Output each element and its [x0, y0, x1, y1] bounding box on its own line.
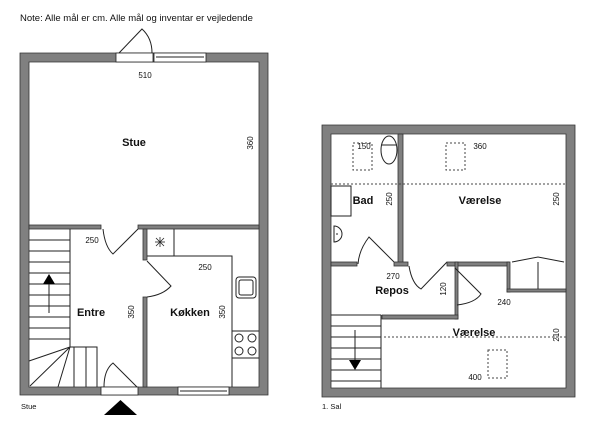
- dim-kokken-width: 250: [198, 263, 212, 272]
- staircase-down: [331, 314, 382, 388]
- door-swing-icon: [454, 267, 482, 306]
- inner-wall: [142, 228, 148, 261]
- room-label-repos: Repos: [375, 285, 409, 297]
- dim-vaerelse1-width: 360: [473, 142, 487, 151]
- washbasin-icon: [333, 225, 343, 243]
- inner-wall: [393, 261, 409, 267]
- bathtub-shower: [330, 185, 352, 217]
- dim-stue-width: 510: [138, 71, 152, 80]
- door-swing-icon: [103, 362, 138, 388]
- sink-icon: [235, 276, 257, 299]
- room-label-vaerelse-2: Værelse: [453, 327, 496, 339]
- first-outer-walls: [321, 124, 576, 398]
- kitchen-counter: [147, 229, 259, 387]
- exhaust-fan-icon: [155, 237, 165, 247]
- room-label-bad: Bad: [353, 195, 374, 207]
- floor-label-1-sal: 1. Sal: [322, 402, 342, 411]
- front-top-door[interactable]: [115, 52, 154, 63]
- middle-wall-right: [137, 224, 260, 230]
- note-text: Note: Alle mål er cm. Alle mål og invent…: [20, 13, 253, 24]
- dim-vaerelse2-height: 210: [552, 328, 561, 342]
- dim-vaerelse2-length: 400: [468, 373, 482, 382]
- inner-wall: [381, 314, 459, 320]
- floor-label-stue: Stue: [21, 402, 36, 411]
- inner-wall: [142, 296, 148, 388]
- stove-icon: [234, 333, 257, 356]
- door-swing-icon: [102, 228, 139, 255]
- dim-vaerelse1-height: 250: [552, 192, 561, 206]
- skylight: [487, 349, 508, 379]
- room-label-stue: Stue: [122, 137, 146, 149]
- dim-vaerelse2-width: 240: [497, 298, 511, 307]
- inner-wall: [506, 261, 511, 293]
- door-swing-icon: [357, 236, 395, 265]
- skylight: [445, 142, 466, 171]
- inner-wall: [397, 133, 404, 265]
- skylight: [352, 142, 373, 171]
- dim-entre-width: 250: [85, 236, 99, 245]
- ground-floor-plan: Stue Entre Køkken 510 360 250 350 250 35…: [19, 28, 269, 415]
- dim-repos-width: 270: [386, 272, 400, 281]
- first-floor-plan: Bad Værelse Repos Værelse 150 250 360 25…: [321, 124, 576, 411]
- room-label-vaerelse-1: Værelse: [459, 195, 502, 207]
- inner-wall: [330, 261, 358, 267]
- door-swing-icon: [146, 260, 172, 298]
- dim-bad-width: 150: [357, 142, 371, 151]
- dim-repos-height: 120: [439, 282, 448, 296]
- staircase-up: [28, 229, 98, 388]
- entrance-door[interactable]: [100, 386, 139, 396]
- dim-kokken-height: 350: [218, 305, 227, 319]
- toilet-icon: [380, 135, 398, 165]
- door-swing-icon: [408, 261, 448, 290]
- dim-bad-height: 250: [385, 192, 394, 206]
- inner-wall: [506, 288, 567, 293]
- room-label-entre: Entre: [77, 307, 105, 319]
- dim-stue-height: 360: [246, 136, 255, 150]
- door-swing-icon: [118, 28, 153, 54]
- dim-entre-height: 350: [127, 305, 136, 319]
- room-label-kokken: Køkken: [170, 307, 210, 319]
- entrance-arrow-icon: [104, 400, 137, 415]
- middle-wall-left: [28, 224, 102, 230]
- wardrobe: [511, 256, 565, 289]
